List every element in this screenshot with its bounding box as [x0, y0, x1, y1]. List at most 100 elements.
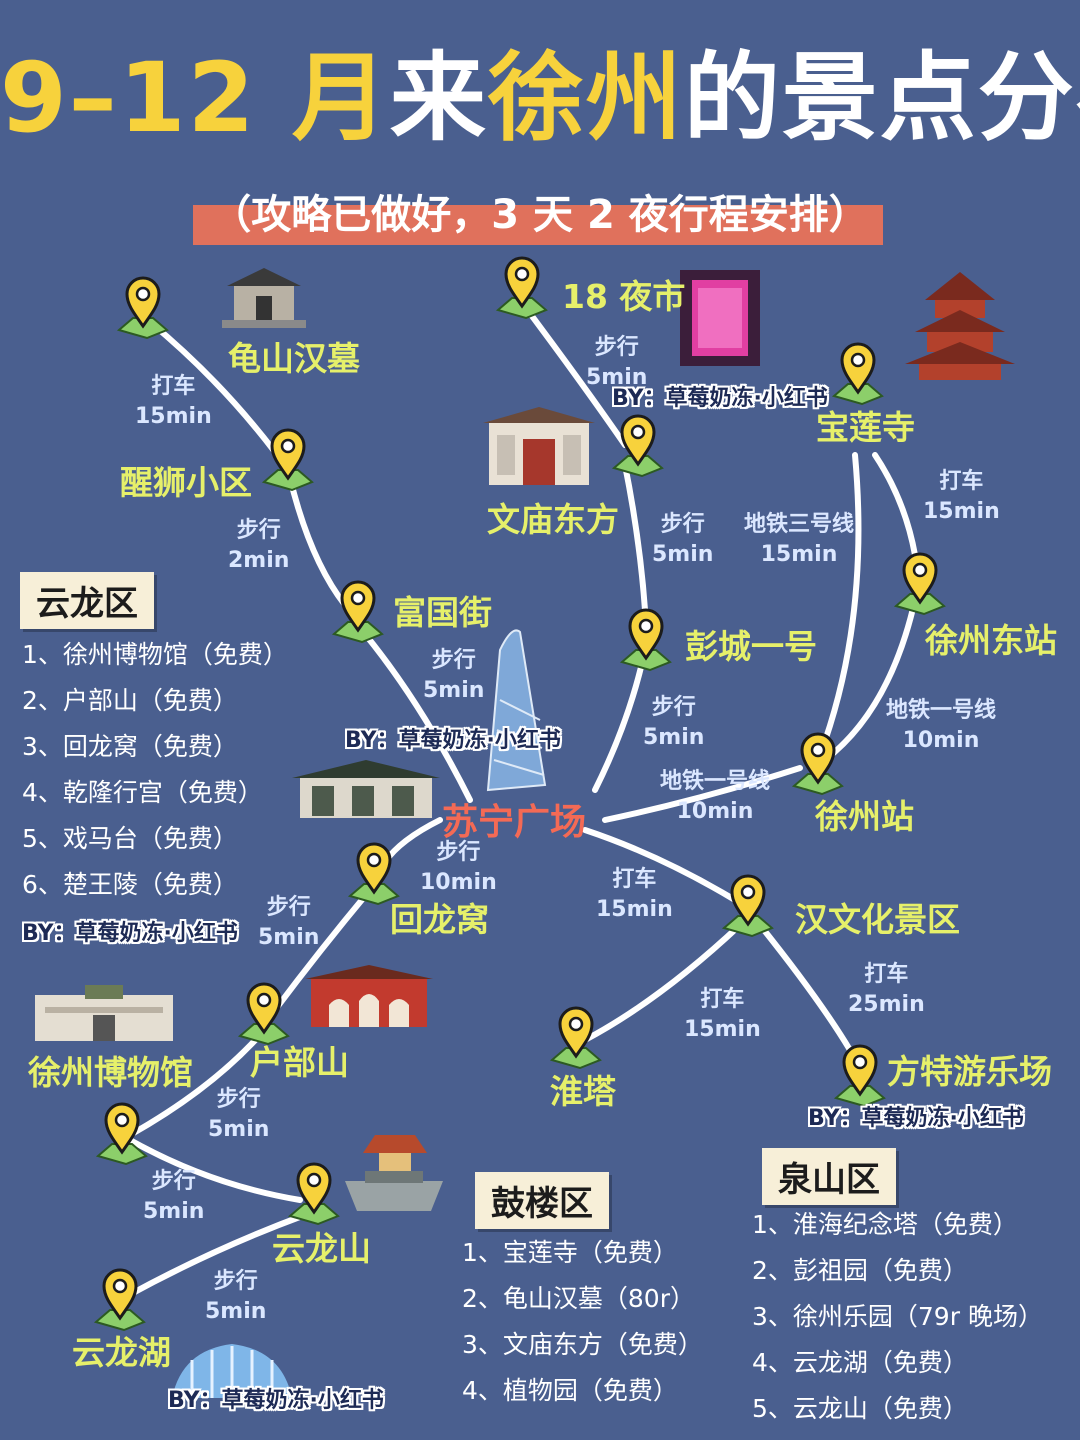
- route-wenmiao-pengcheng: [622, 462, 648, 613]
- baolian-pagoda-icon: [905, 272, 1015, 380]
- route-museum-yunlongshan: [127, 1137, 303, 1203]
- map-pin-icon: [95, 1102, 148, 1166]
- district-list-quanshan: 1、淮海纪念塔（免费） 2、彭祖园（免费） 3、徐州乐园（79r 晚场） 4、云…: [752, 1202, 1043, 1432]
- map-pin-icon: [791, 732, 844, 796]
- title-part-months: 9–12 月: [0, 42, 390, 154]
- spot-label-huilongwo: 回龙窝: [390, 900, 489, 939]
- spot-label-eaststation: 徐州东站: [925, 621, 1057, 660]
- map-pin-icon: [331, 580, 384, 644]
- list-item: 3、徐州乐园（79r 晚场）: [752, 1302, 1043, 1331]
- list-item: 4、乾隆行宫（免费）: [22, 778, 263, 807]
- page-subtitle: （攻略已做好，3 天 2 夜行程安排）: [211, 192, 869, 238]
- map-pin-icon: [287, 1162, 340, 1226]
- list-item: 3、文庙东方（免费）: [462, 1330, 703, 1359]
- list-item: 2、彭祖园（免费）: [752, 1256, 968, 1285]
- spot-label-yunlonghu: 云龙湖: [72, 1333, 171, 1372]
- list-item: 1、淮海纪念塔（免费）: [752, 1210, 1018, 1239]
- wenmiao-building-icon: [483, 407, 595, 485]
- spot-label-yeshi18: 18 夜市: [562, 277, 686, 316]
- tower-icon: [486, 629, 547, 792]
- map-pin-icon: [893, 552, 946, 616]
- spot-label-museum: 徐州博物馆: [28, 1053, 193, 1092]
- watermark: BY：草莓奶冻·小红书: [345, 728, 561, 753]
- route-yeshi-wenmiao: [517, 297, 628, 448]
- district-list-yunlong: 1、徐州博物馆（免费） 2、户部山（免费） 3、回龙窝（免费） 4、乾隆行宫（免…: [22, 632, 288, 908]
- watermark: BY：草莓奶冻·小红书: [168, 1388, 384, 1413]
- map-pin-icon: [237, 982, 290, 1046]
- spot-label-wenmiao: 文庙东方: [487, 500, 619, 539]
- map-pin-icon: [619, 608, 672, 672]
- map-pin-icon: [549, 1006, 602, 1070]
- route-suning-hanculture: [582, 827, 738, 903]
- spot-label-hubushan: 户部山: [250, 1043, 349, 1082]
- list-item: 5、云龙山（免费）: [752, 1394, 968, 1423]
- title-part-rest: 的景点分布: [683, 42, 1080, 154]
- guishan-building-icon: [222, 268, 306, 328]
- map-pin-icon: [261, 428, 314, 492]
- spot-label-suning: 苏宁广场: [442, 802, 587, 843]
- list-item: 1、徐州博物馆（免费）: [22, 640, 288, 669]
- route-xingshi-fuguojie: [287, 475, 348, 608]
- spot-label-fuguojie: 富国街: [393, 593, 492, 632]
- route-baolian-eaststation: [872, 452, 918, 558]
- route-hubushan-museum: [127, 1032, 263, 1138]
- map-pin-icon: [831, 342, 884, 406]
- yunlongshan-pavilion-icon: [345, 1135, 443, 1211]
- spot-label-huaita: 淮塔: [550, 1072, 616, 1111]
- district-header-quanshan: 泉山区: [762, 1148, 896, 1205]
- list-item: 5、戏马台（免费）: [22, 824, 238, 853]
- list-item: 6、楚王陵（免费）: [22, 870, 238, 899]
- route-fuguojie-suning: [357, 625, 473, 803]
- map-pin-icon: [611, 414, 664, 478]
- route-hanculture-huaita: [582, 922, 743, 1043]
- route-huilongwo-hubushan: [272, 887, 373, 1013]
- list-item: 4、云龙湖（免费）: [752, 1348, 968, 1377]
- district-header-yunlong: 云龙区: [20, 572, 154, 629]
- title-part-come: 来: [389, 42, 488, 154]
- route-baolian-station: [817, 452, 862, 758]
- list-item: 4、植物园（免费）: [462, 1376, 678, 1405]
- yunlonghu-building-icon: [172, 1344, 292, 1398]
- page-title: 9–12 月来徐州的景点分布: [0, 38, 1080, 158]
- map-pin-icon: [116, 276, 169, 340]
- spot-label-xingshi: 醒狮小区: [120, 463, 252, 502]
- watermark: BY：草莓奶冻·小红书: [612, 386, 828, 411]
- spot-label-fantawild: 方特游乐场: [887, 1052, 1052, 1091]
- spot-label-pengcheng: 彭城一号: [685, 627, 817, 666]
- hubushan-gate-icon: [305, 965, 433, 1027]
- spot-label-guishan: 龟山汉墓: [228, 339, 360, 378]
- spot-label-station: 徐州站: [815, 797, 914, 836]
- map-pin-icon: [721, 874, 774, 938]
- list-item: 2、龟山汉墓（80r）: [462, 1284, 695, 1313]
- route-eaststation-station: [822, 597, 918, 763]
- route-yunlongshan-yunlonghu: [117, 1212, 308, 1303]
- list-item: 1、宝莲寺（免费）: [462, 1238, 678, 1267]
- map-pin-icon: [347, 842, 400, 906]
- route-suning-station: [602, 765, 803, 823]
- route-hanculture-fantawild: [757, 922, 853, 1053]
- spot-label-hanculture: 汉文化景区: [795, 900, 960, 939]
- spot-label-baolian: 宝莲寺: [816, 408, 915, 447]
- spot-label-yunlongshan: 云龙山: [272, 1229, 371, 1268]
- night-market-sign-icon: [680, 270, 760, 366]
- district-header-gulou: 鼓楼区: [475, 1172, 609, 1229]
- museum-building-icon: [35, 985, 173, 1041]
- map-pin-icon: [495, 256, 548, 320]
- district-list-gulou: 1、宝莲寺（免费） 2、龟山汉墓（80r） 3、文庙东方（免费） 4、植物园（免…: [462, 1230, 703, 1414]
- suning-building-icon: [292, 760, 440, 818]
